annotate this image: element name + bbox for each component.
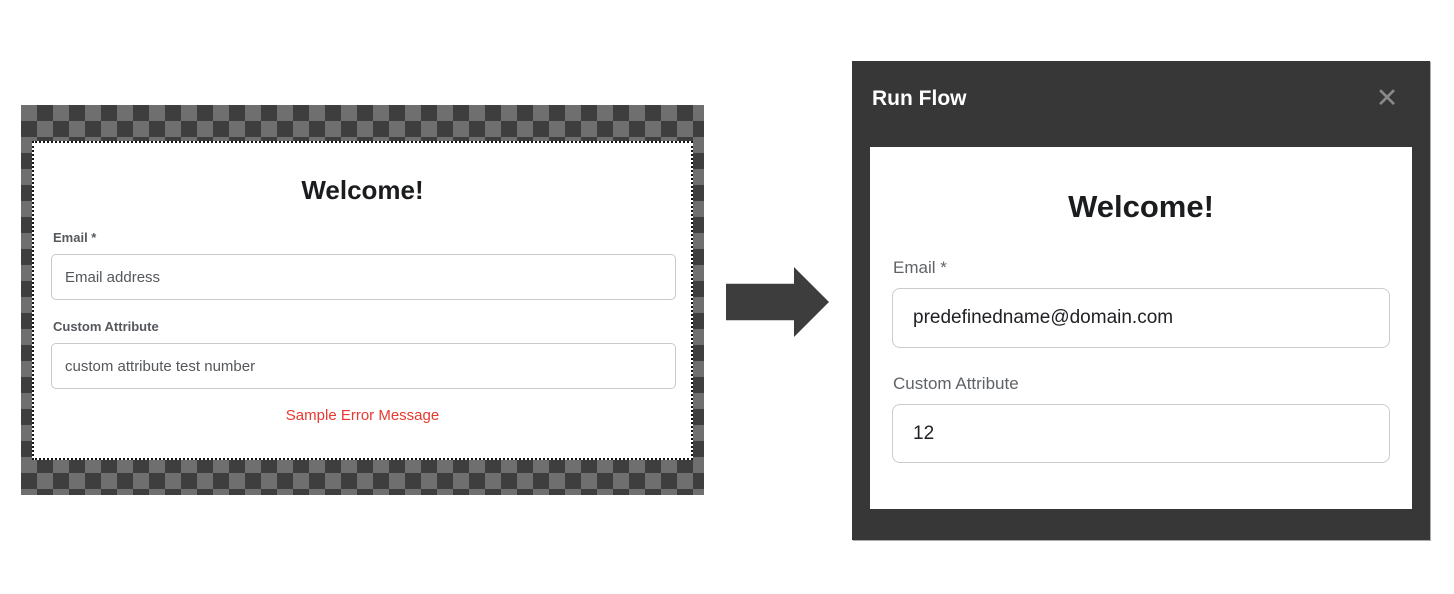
right-arrow-icon [726, 267, 829, 337]
form-title: Welcome! [301, 175, 424, 205]
run-flow-modal: Run Flow ✕ Welcome! Email * Custom Attri… [852, 61, 1430, 540]
custom-attribute-label: Custom Attribute [893, 374, 1019, 393]
close-icon[interactable]: ✕ [1375, 82, 1399, 113]
modal-content: Welcome! Email * Custom Attribute [870, 147, 1412, 509]
email-input[interactable] [892, 288, 1390, 348]
custom-attribute-input[interactable] [892, 404, 1390, 463]
email-input[interactable] [51, 254, 676, 300]
custom-attribute-label: Custom Attribute [53, 319, 159, 334]
designer-transparency-panel: Welcome! Email * Custom Attribute Sample… [21, 105, 704, 495]
sample-error-message: Sample Error Message [285, 407, 440, 424]
designer-form-preview[interactable]: Welcome! Email * Custom Attribute Sample… [32, 141, 693, 460]
email-label: Email * [893, 258, 947, 277]
modal-title: Run Flow [872, 87, 967, 110]
custom-attribute-input[interactable] [51, 343, 676, 389]
email-label: Email * [53, 230, 97, 245]
form-title: Welcome! [1068, 189, 1214, 224]
